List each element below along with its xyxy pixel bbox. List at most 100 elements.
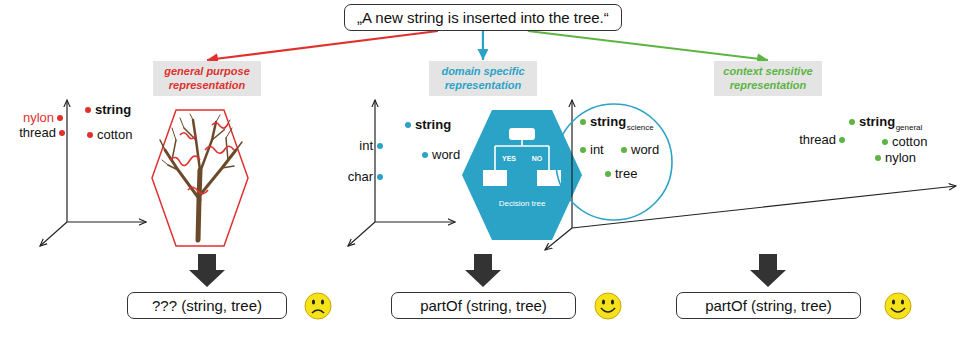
drawing-part (85, 107, 91, 113)
word-label: NO (532, 155, 543, 163)
drawing-part (374, 100, 375, 222)
node-text: ??? (string, tree) (138, 297, 276, 314)
branch-arrow (482, 31, 484, 60)
down-block-arrows (189, 254, 786, 287)
drawing-part (170, 123, 234, 194)
drawing-part (422, 152, 428, 158)
drawing-part (160, 128, 242, 170)
happy-smiley (595, 293, 621, 319)
drawing-part (580, 147, 586, 153)
word-label: char (348, 170, 373, 184)
node-text: partOf (string, tree) (402, 297, 565, 314)
drawing-part (152, 110, 248, 246)
drawing-part (377, 174, 383, 180)
red-axes (40, 100, 146, 246)
subscript-label: general (896, 124, 923, 133)
drawing-part (188, 187, 208, 194)
node-text: general purpose representation (160, 64, 254, 93)
drawing-part (611, 299, 614, 304)
drawing-part (621, 147, 627, 153)
word-label: cotton (892, 135, 927, 149)
drawing-part (87, 132, 93, 138)
drawing-part (882, 139, 888, 145)
word-label: string (859, 115, 895, 129)
drawing-part (891, 308, 905, 312)
drawing-part (57, 115, 63, 121)
sentence-box: „A new string is inserted into the tree.… (344, 4, 622, 31)
representation-label: context sensitive representation (714, 61, 822, 96)
word-label: int (359, 139, 373, 153)
drawing-part (170, 156, 200, 166)
word-label: nylon (885, 151, 916, 165)
drawing-part (305, 293, 331, 319)
blue-axes (348, 100, 455, 246)
drawing-part (212, 123, 228, 128)
branch-arrow (528, 31, 768, 60)
drawing-part (205, 146, 234, 153)
drawing-part (601, 308, 615, 312)
drawing-part (321, 299, 324, 304)
word-label: thread (799, 133, 836, 147)
drawing-part (180, 133, 196, 139)
drawing-part (750, 254, 786, 287)
drawing-part (405, 122, 411, 128)
sad-smiley (305, 293, 331, 319)
branch-arrow (207, 31, 438, 60)
drawing-part (462, 110, 582, 240)
drawing-part (377, 143, 383, 149)
drawing-part (312, 299, 315, 304)
drawing-part (312, 310, 324, 313)
representation-label: general purpose representation (153, 61, 261, 96)
node-text: context sensitive representation (721, 64, 815, 93)
word-label: word (432, 148, 460, 162)
drawing-part (509, 128, 535, 140)
node-text: domain specific representation (436, 64, 530, 93)
drawing-part (165, 150, 200, 200)
context-cluster (556, 104, 672, 220)
drawing-part (40, 222, 67, 246)
drawing-part (66, 100, 67, 222)
drawing-part (885, 293, 911, 319)
word-label: thread (19, 126, 56, 140)
drawing-part (545, 228, 572, 250)
tree-illustration (152, 110, 248, 246)
word-label: Decision tree (499, 200, 546, 209)
result-box: partOf (string, tree) (676, 292, 861, 319)
result-box: partOf (string, tree) (391, 292, 576, 319)
drawing-part (189, 254, 225, 287)
drawing-part (162, 114, 232, 165)
node-text: „A new string is inserted into the tree.… (357, 9, 609, 26)
drawing-part (495, 140, 549, 170)
drawing-part (572, 186, 956, 228)
word-label: string (95, 103, 131, 117)
drawing-part (571, 100, 572, 228)
drawing-part (595, 293, 621, 319)
drawing-part (875, 155, 881, 161)
subscript-label: science (627, 124, 654, 133)
drawing-part (160, 114, 242, 240)
word-label: nylon (23, 111, 54, 125)
word-label: string (415, 118, 451, 132)
drawing-part (839, 137, 845, 143)
word-label: cotton (97, 128, 132, 142)
word-label: word (631, 143, 659, 157)
drawing-part (348, 222, 375, 246)
decision-tree-icon (462, 110, 582, 240)
green-axes (545, 100, 956, 250)
drawing-part (892, 299, 895, 304)
drawing-part (483, 170, 507, 186)
drawing-part (495, 140, 549, 170)
word-label: YES (502, 155, 516, 163)
representation-label: domain specific representation (429, 61, 537, 96)
red-dots (57, 107, 93, 138)
word-label: string (590, 115, 626, 129)
happy-smiley (885, 293, 911, 319)
drawing-part (901, 299, 904, 304)
drawing-part (193, 120, 200, 170)
node-text: partOf (string, tree) (687, 297, 850, 314)
drawing-part (465, 254, 501, 287)
drawing-part (849, 119, 855, 125)
word-label: tree (615, 167, 637, 181)
drawing-part (580, 119, 586, 125)
drawing-part (67, 221, 146, 222)
